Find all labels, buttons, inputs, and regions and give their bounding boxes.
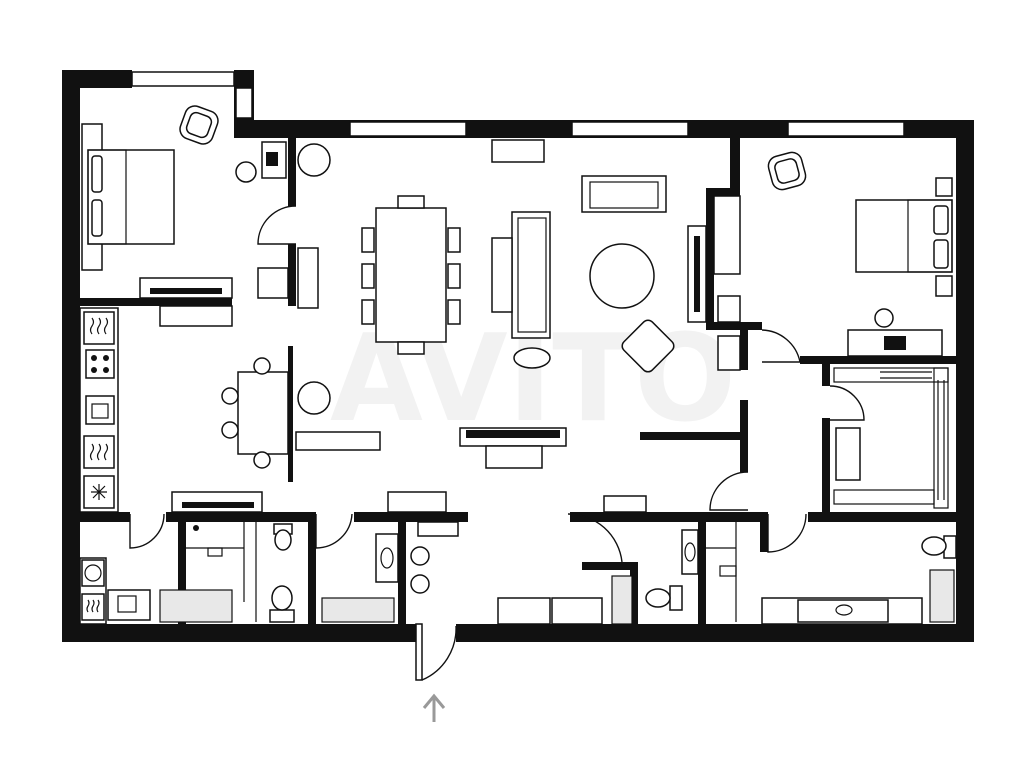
hall-bench-1 xyxy=(497,597,551,625)
shower-head xyxy=(193,525,199,531)
hall xyxy=(375,491,647,625)
bathroom-3 xyxy=(706,522,957,625)
window-living-2 xyxy=(571,121,689,137)
nightstand xyxy=(935,177,953,197)
closet-bench xyxy=(835,427,861,481)
hall-sink-cabinet xyxy=(375,533,399,583)
hall-console xyxy=(387,491,447,513)
oval-rug xyxy=(513,347,551,369)
sink-2 xyxy=(681,529,699,575)
laundry-sink xyxy=(107,589,151,621)
floor-lamp xyxy=(297,143,331,177)
living-dining xyxy=(361,139,741,469)
bedroom-right xyxy=(767,151,953,357)
toilet-2 xyxy=(669,585,683,611)
window-bedroom-right xyxy=(787,121,905,137)
oven xyxy=(83,435,115,469)
shower-2 xyxy=(611,575,633,625)
coat-hook-2 xyxy=(410,574,430,594)
bathroom-1 xyxy=(159,522,395,623)
bedroom-left xyxy=(81,105,331,327)
fridge xyxy=(83,475,115,509)
window-bedroom-left xyxy=(131,71,235,87)
sink xyxy=(85,395,115,425)
cooktop-top xyxy=(83,311,115,345)
bathtub xyxy=(159,589,233,623)
armchair-living xyxy=(621,319,675,373)
dining-chairs xyxy=(361,195,461,355)
shower-3 xyxy=(929,569,955,623)
door-swings xyxy=(129,205,865,681)
window-living-1 xyxy=(349,121,467,137)
windows xyxy=(131,71,905,137)
kitchen-table xyxy=(237,371,289,455)
pendant-lamp xyxy=(297,381,331,415)
entrance-arrow-icon xyxy=(422,693,446,722)
desk-chair xyxy=(235,161,257,183)
toilet-1 xyxy=(269,609,295,623)
side-table xyxy=(491,237,513,313)
kitchen-bench xyxy=(295,431,381,451)
desk-chair-right xyxy=(874,308,894,328)
kitchen-partition xyxy=(288,346,293,482)
shower-tray-1 xyxy=(321,597,395,623)
cooktop xyxy=(85,349,115,379)
interior-walls xyxy=(80,138,956,642)
walk-in-closet xyxy=(833,367,949,509)
coat-hook-1 xyxy=(410,546,430,566)
hall-bench-2 xyxy=(551,597,603,625)
bathroom-2 xyxy=(611,529,699,625)
window-bay-side xyxy=(235,87,253,119)
sofa xyxy=(581,175,667,213)
laundry xyxy=(79,557,151,625)
laptop xyxy=(884,336,906,350)
round-rug xyxy=(589,243,655,309)
dining-table xyxy=(375,207,447,343)
kitchen xyxy=(79,307,381,513)
sideboard xyxy=(491,139,545,163)
